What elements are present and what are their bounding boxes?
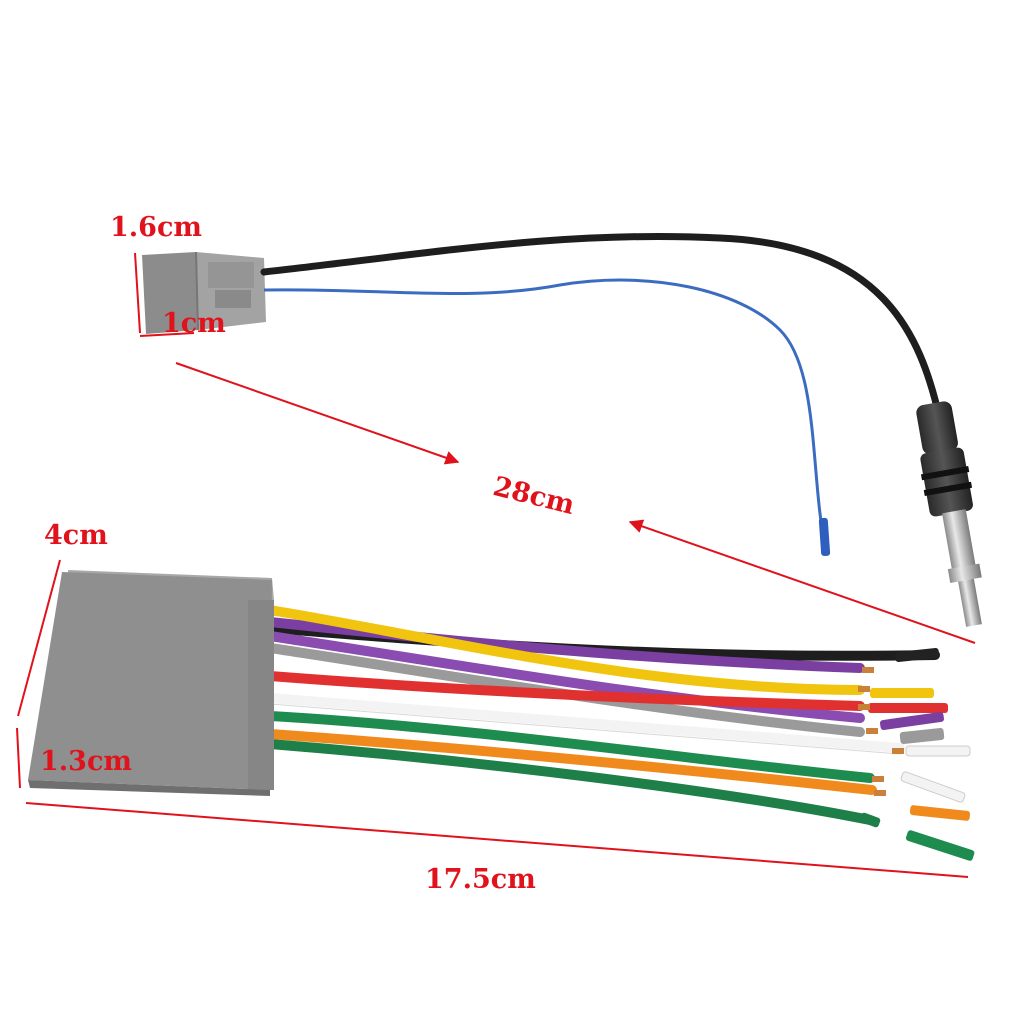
antenna-wire-blue bbox=[263, 278, 828, 551]
wire-red bbox=[265, 671, 865, 711]
antenna-plug bbox=[916, 401, 982, 627]
dim-line-1-6cm bbox=[134, 252, 141, 334]
wire-white bbox=[265, 693, 905, 753]
wire-green-2 bbox=[265, 739, 875, 825]
blue-wire-tip bbox=[818, 517, 831, 557]
dim-line-4cm bbox=[17, 559, 61, 717]
dimension-label-17-5cm: 17.5cm bbox=[425, 864, 536, 895]
wire-ends bbox=[858, 648, 975, 861]
dimension-label-4cm: 4cm bbox=[44, 520, 108, 551]
antenna-connector bbox=[142, 251, 266, 334]
dimension-label-1cm: 1cm bbox=[162, 308, 226, 339]
dimension-label-1-6cm: 1.6cm bbox=[110, 212, 202, 243]
dim-arrow-28cm-left bbox=[175, 362, 460, 465]
harness-wires bbox=[265, 605, 940, 825]
wire-purple bbox=[265, 617, 865, 673]
harness-connector bbox=[28, 570, 274, 796]
wire-orange bbox=[265, 729, 877, 795]
dimension-lines bbox=[16, 252, 976, 878]
antenna-cable-black bbox=[260, 232, 944, 424]
dim-arrow-28cm-right bbox=[628, 519, 976, 644]
wire-green bbox=[265, 711, 875, 783]
dim-line-1cm bbox=[139, 332, 195, 337]
dim-line-1-3cm bbox=[16, 727, 21, 789]
wire-purple-2 bbox=[265, 631, 865, 723]
dim-line-17-5cm bbox=[25, 802, 969, 878]
dimension-label-1-3cm: 1.3cm bbox=[40, 746, 132, 777]
wire-yellow bbox=[265, 605, 865, 695]
